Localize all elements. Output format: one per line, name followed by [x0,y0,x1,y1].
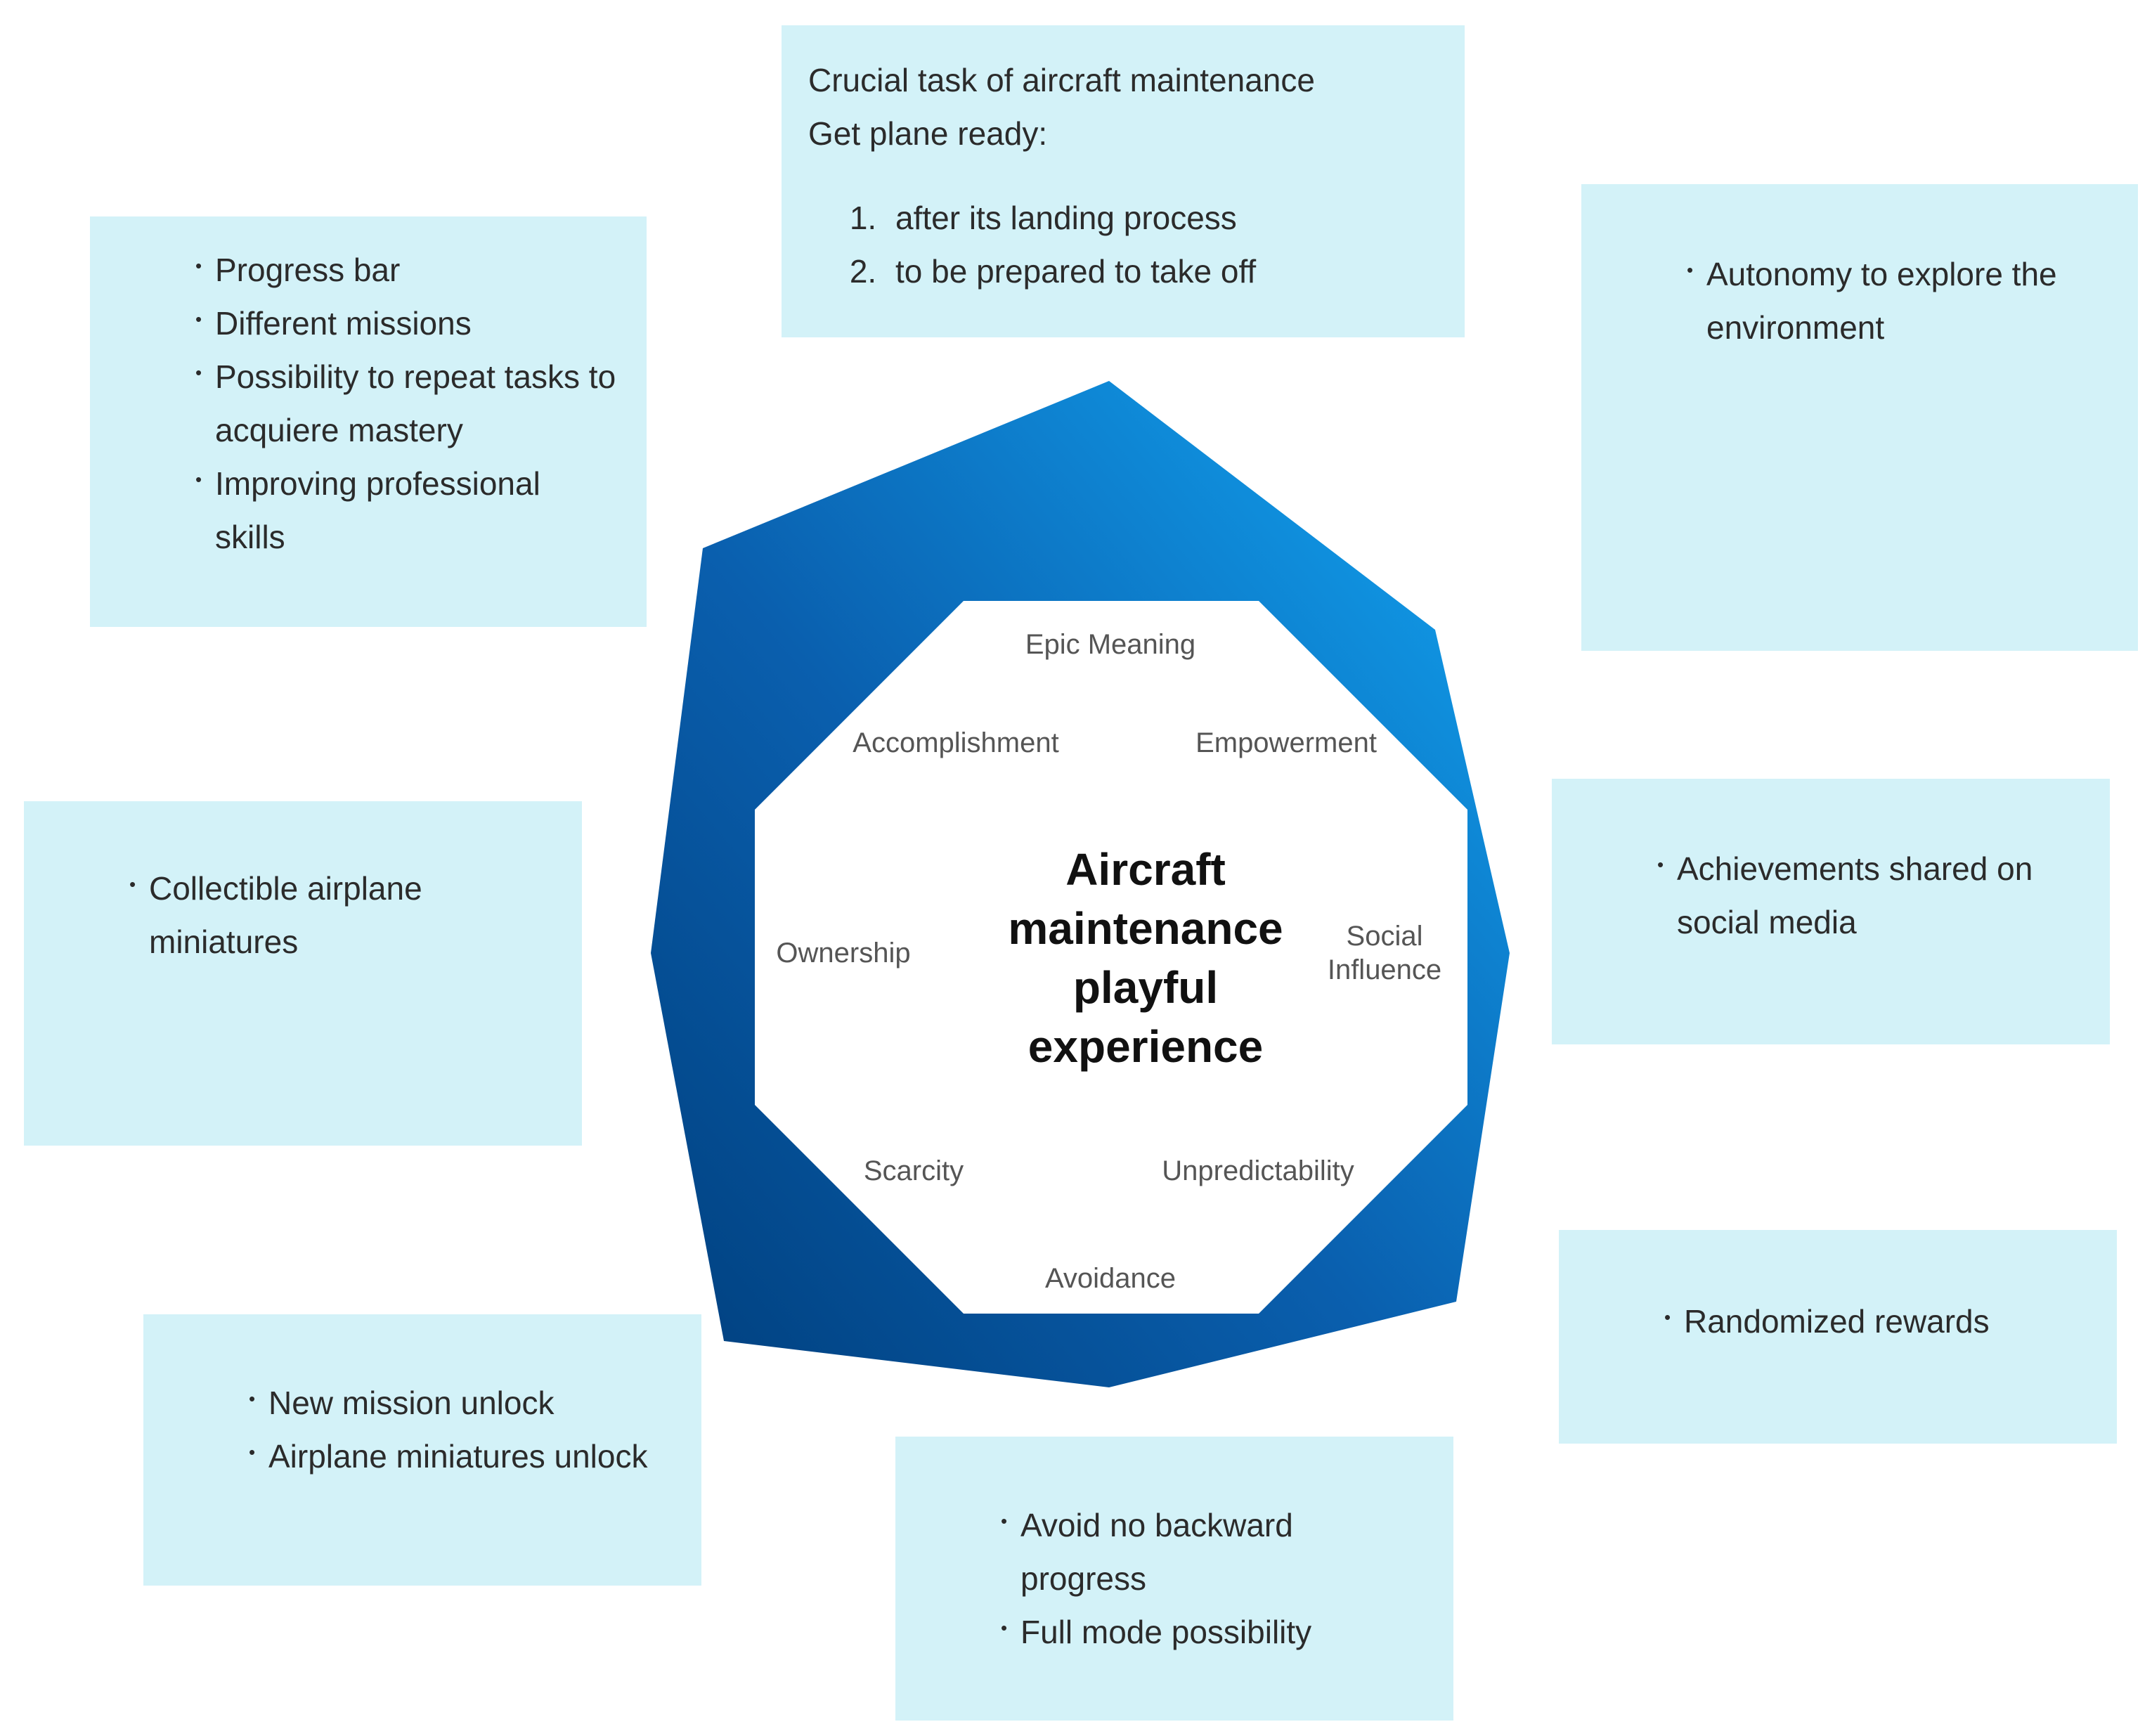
drive-label-social-influence-line1: Social [1346,921,1423,952]
drive-label-empowerment: Empowerment [1195,727,1377,758]
box-scarcity: New mission unlock Airplane miniatures u… [143,1314,701,1586]
box-epic-meaning-steps: after its landing process to be prepared… [808,191,1465,298]
drive-label-avoidance: Avoidance [1044,1263,1177,1294]
list-item: to be prepared to take off [886,245,1465,298]
list-item: Progress bar [195,239,618,297]
list-item: Possibility to repeat tasks to acquiere … [195,346,618,457]
box-accomplishment-content: Progress bar Different missions Possibil… [90,216,647,627]
box-unpredictability: Randomized rewards [1559,1230,2117,1444]
list-item: Autonomy to explore the environment [1687,243,2117,354]
box-avoidance: Avoid no backward progress Full mode pos… [895,1437,1453,1721]
list-item: after its landing process [886,191,1465,245]
box-empowerment: Autonomy to explore the environment [1581,184,2138,651]
list-item: Randomized rewards [1664,1290,2096,1348]
list-item: Full mode possibility [1001,1601,1411,1659]
list-item: Achievements shared on social media [1657,838,2089,949]
drive-label-scarcity: Scarcity [863,1155,964,1186]
list-item: Airplane miniatures unlock [249,1425,659,1483]
box-epic-meaning-line1: Crucial task of aircraft maintenance [808,62,1315,98]
list-item: Different missions [195,292,618,350]
drive-label-ownership: Ownership [776,938,911,969]
inner-octagon [755,601,1467,1314]
drive-label-accomplishment: Accomplishment [853,727,1059,758]
box-epic-meaning-line2: Get plane ready: [808,115,1048,152]
drive-label-epic-meaning: Epic Meaning [1025,629,1196,660]
drive-label-unpredictability: Unpredictability [1162,1155,1354,1186]
list-item: Avoid no backward progress [1001,1494,1411,1605]
drive-label-social-influence: Social Influence [1307,919,1462,987]
center-title: Aircraft maintenance playful experience [1008,844,1283,1072]
list-item: Improving professional skills [195,453,618,564]
list-item: New mission unlock [249,1372,659,1430]
drive-label-social-influence-line2: Influence [1327,954,1442,985]
box-ownership: Collectible airplane miniatures [24,801,582,1146]
box-social-influence: Achievements shared on social media [1552,779,2110,1044]
box-epic-meaning: Crucial task of aircraft maintenance Get… [782,25,1465,337]
list-item: Collectible airplane miniatures [129,857,540,969]
